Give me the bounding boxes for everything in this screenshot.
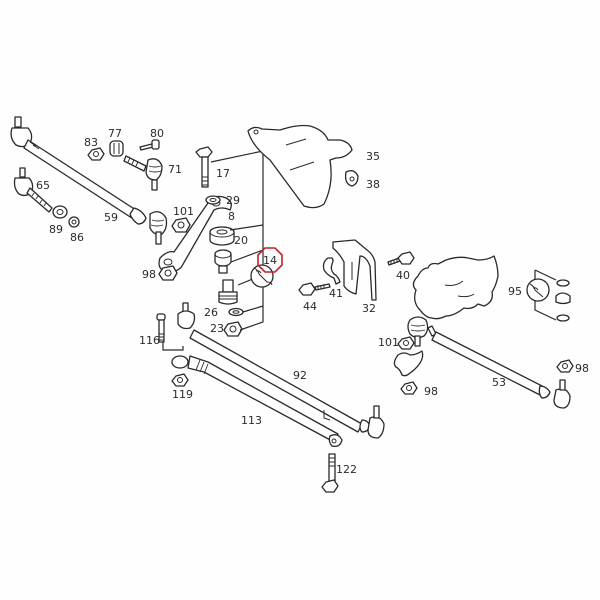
tie-rod-59[interactable]	[10, 116, 168, 245]
nut-89[interactable]	[52, 205, 68, 219]
washer-29[interactable]	[205, 195, 221, 205]
nut-98-upper-right[interactable]	[556, 359, 574, 373]
tie-rod-end-65[interactable]	[13, 167, 53, 213]
nut-98-lower-right[interactable]	[400, 381, 418, 395]
part-14-highlight[interactable]: 14	[257, 247, 283, 273]
screw-40[interactable]	[387, 251, 415, 266]
label-98-left: 98	[142, 268, 156, 281]
steering-gearbox[interactable]	[412, 255, 499, 320]
drag-link-92[interactable]	[177, 302, 385, 439]
splash-shield-35[interactable]	[247, 124, 353, 209]
bushing-20[interactable]	[209, 226, 235, 246]
label-77: 77	[108, 127, 122, 140]
kit-group-bracket	[210, 150, 264, 331]
label-86: 86	[70, 231, 84, 244]
label-98-lower-right: 98	[424, 385, 438, 398]
wrench-kit-icon	[250, 264, 274, 288]
kit-95-group[interactable]	[526, 269, 571, 322]
nut-83[interactable]	[87, 147, 105, 161]
kit-bushing-upper[interactable]	[214, 249, 232, 274]
label-29: 29	[226, 194, 240, 207]
label-41: 41	[329, 287, 343, 300]
nut-101-right[interactable]	[397, 336, 415, 350]
nut-38[interactable]	[344, 170, 359, 187]
label-8: 8	[228, 210, 235, 223]
tie-rod-53[interactable]	[407, 316, 571, 409]
bolt-80[interactable]	[139, 139, 160, 151]
label-23: 23	[210, 322, 224, 335]
label-89: 89	[49, 223, 63, 236]
bushing-77[interactable]	[109, 140, 124, 157]
washer-26[interactable]	[228, 307, 244, 317]
label-35: 35	[366, 150, 380, 163]
bolt-116[interactable]	[156, 313, 184, 351]
label-26: 26	[204, 306, 218, 319]
nut-23[interactable]	[223, 321, 243, 337]
nut-119[interactable]	[171, 373, 189, 387]
ball-joint-71[interactable]	[123, 155, 163, 191]
ball-joint-right	[149, 211, 168, 236]
label-83: 83	[84, 136, 98, 149]
label-44: 44	[303, 300, 317, 313]
label-113: 113	[241, 414, 262, 427]
label-17: 17	[216, 167, 230, 180]
label-40: 40	[396, 269, 410, 282]
label-71: 71	[168, 163, 182, 176]
label-80: 80	[150, 127, 164, 140]
clamp	[129, 207, 147, 225]
bolt-17[interactable]	[195, 146, 213, 188]
label-20: 20	[234, 234, 248, 247]
label-65: 65	[36, 179, 50, 192]
nut-98-left[interactable]	[158, 265, 178, 281]
steering-arm-right[interactable]	[393, 350, 424, 377]
label-38: 38	[366, 178, 380, 191]
label-119: 119	[172, 388, 193, 401]
label-32: 32	[362, 302, 376, 315]
highlight-circle	[257, 247, 283, 273]
screw-44[interactable]	[298, 282, 331, 296]
label-98-upper-right: 98	[575, 362, 589, 375]
label-14: 14	[263, 254, 277, 267]
sleeve-86[interactable]	[68, 216, 80, 228]
bolt-122[interactable]	[321, 453, 339, 493]
label-122: 122	[336, 463, 357, 476]
ball-stud	[14, 116, 22, 128]
label-101-right: 101	[378, 336, 399, 349]
label-92: 92	[293, 369, 307, 382]
label-53: 53	[492, 376, 506, 389]
clip-41[interactable]	[322, 257, 341, 285]
label-116: 116	[139, 334, 160, 347]
nut-101-left[interactable]	[171, 217, 191, 233]
label-59: 59	[104, 211, 118, 224]
kit-spline-lower[interactable]	[218, 279, 238, 305]
label-95: 95	[508, 285, 522, 298]
label-101-left: 101	[173, 205, 194, 218]
steering-damper-113[interactable]	[171, 355, 343, 448]
bracket-32[interactable]	[332, 239, 377, 301]
